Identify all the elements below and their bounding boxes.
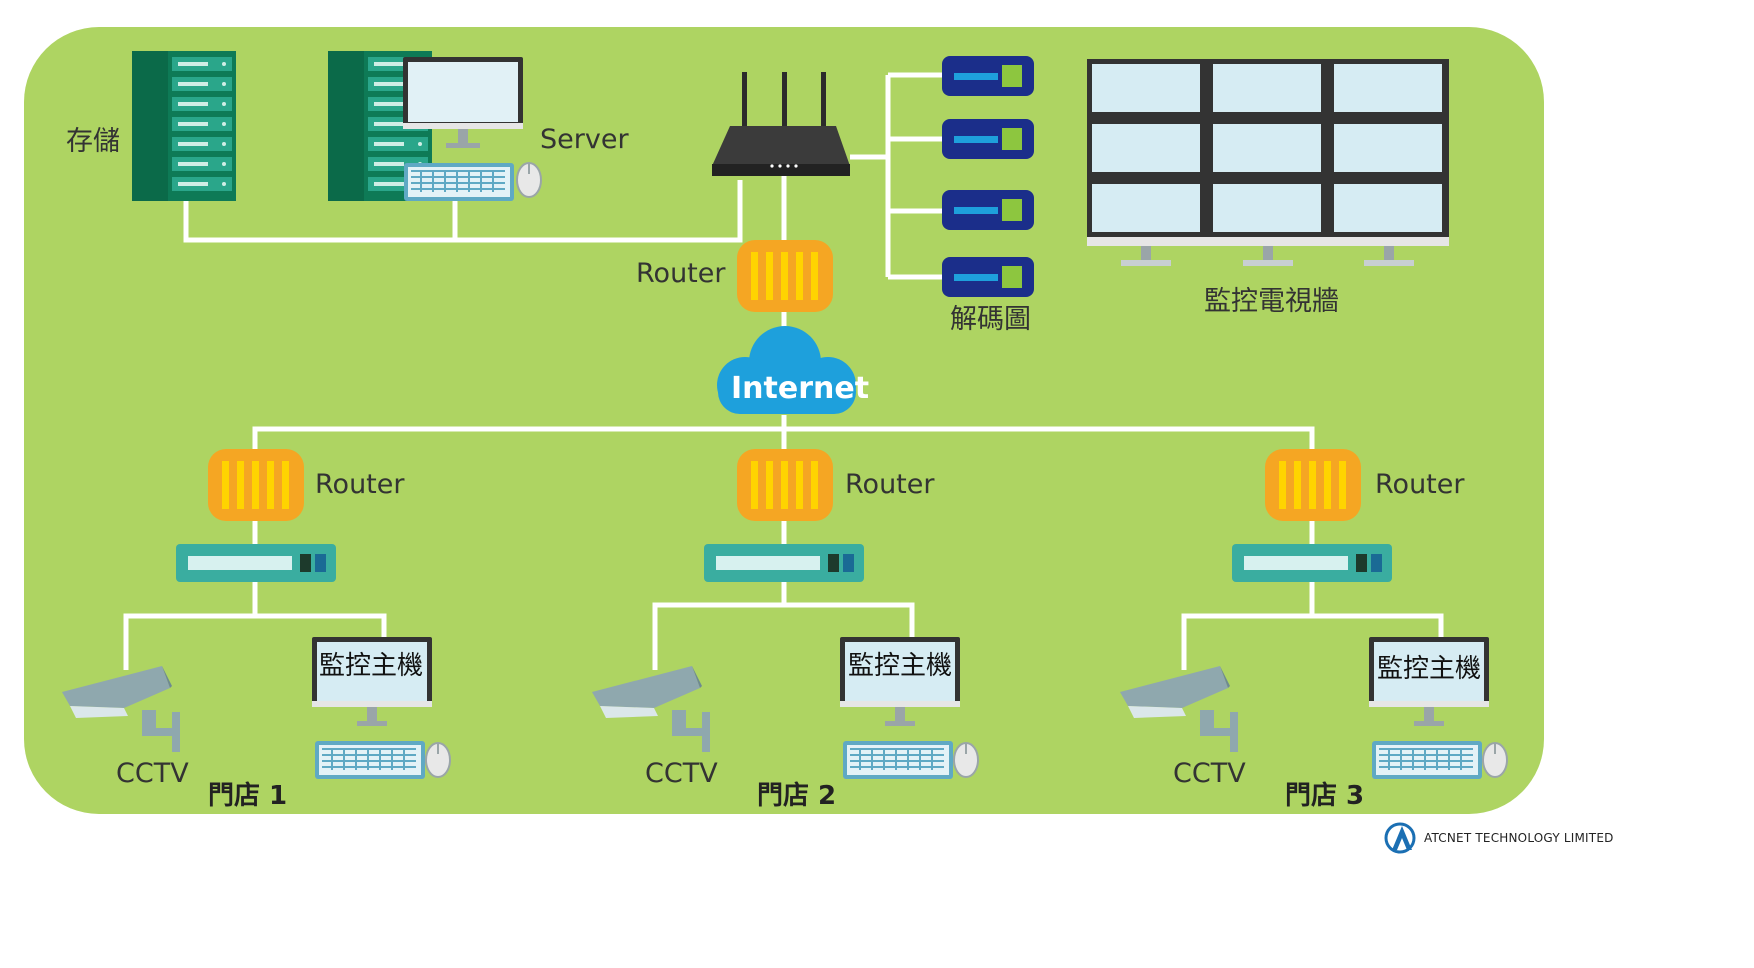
server-monitor-icon: [403, 57, 523, 148]
store3-mouse-icon: [1482, 742, 1508, 778]
main-router-icon: [737, 240, 833, 312]
store2-name: 門店 2: [757, 781, 837, 811]
store2-cctv-label: CCTV: [645, 758, 718, 789]
server-mouse-icon: [516, 162, 542, 198]
store3-switch-icon: [1232, 544, 1392, 582]
decoder-icon-4: [942, 257, 1034, 297]
store3-router-label: Router: [1375, 469, 1465, 500]
connector-lines: [123, 72, 1444, 670]
decoder-icon-3: [942, 190, 1034, 230]
store3-name: 門店 3: [1285, 781, 1365, 811]
store2-router-icon: [737, 449, 833, 521]
store1-router-label: Router: [315, 469, 405, 500]
internet-label: Internet: [731, 371, 870, 406]
brand-text: ATCNET TECHNOLOGY LIMITED: [1424, 831, 1614, 845]
store1-name: 門店 1: [208, 781, 288, 811]
store1-host-screen-text: 監控主機: [319, 651, 424, 681]
storage-rack-icon: [132, 51, 236, 201]
decoder-label: 解碼圖: [950, 304, 1031, 335]
store1-cctv-label: CCTV: [116, 758, 189, 789]
store1-keyboard-icon: [315, 741, 425, 779]
store1-switch-icon: [176, 544, 336, 582]
store2-router-label: Router: [845, 469, 935, 500]
store2-switch-icon: [704, 544, 864, 582]
atcnet-logo-icon: [1384, 822, 1416, 854]
internet-cloud-icon: [717, 326, 856, 414]
store3-host-screen-text: 監控主機: [1377, 654, 1482, 684]
store2-mouse-icon: [953, 742, 979, 778]
storage-label: 存儲: [66, 126, 120, 157]
server-label: Server: [540, 124, 629, 155]
video-wall-label: 監控電視牆: [1204, 286, 1339, 317]
decoder-icon-1: [942, 56, 1034, 96]
store2-host-screen-text: 監控主機: [848, 651, 953, 681]
server-keyboard-icon: [404, 163, 514, 201]
wifi-router-icon: [712, 72, 850, 176]
main-router-label: Router: [636, 258, 726, 289]
store1-mouse-icon: [425, 742, 451, 778]
store1-router-icon: [208, 449, 304, 521]
store3-router-icon: [1265, 449, 1361, 521]
store2-keyboard-icon: [843, 741, 953, 779]
store3-keyboard-icon: [1372, 741, 1482, 779]
decoder-icon-2: [942, 119, 1034, 159]
video-wall-icon: [1087, 59, 1449, 266]
store3-cctv-label: CCTV: [1173, 758, 1246, 789]
